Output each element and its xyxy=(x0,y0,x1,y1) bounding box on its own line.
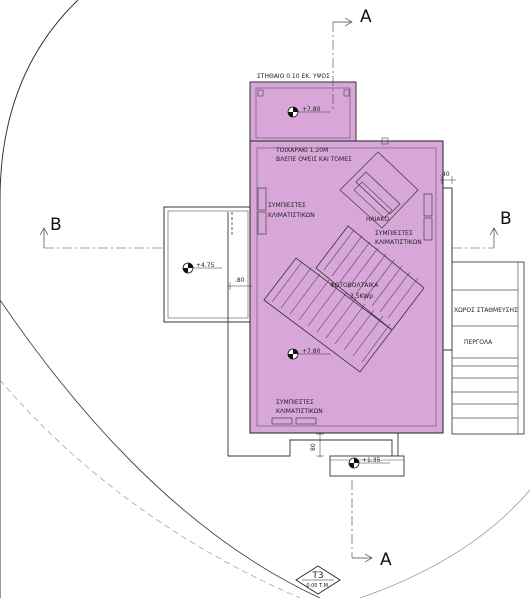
parking-label: ΧΩΡΟΣ ΣΤΑΘΜΕΥΣΗΣ xyxy=(454,307,518,314)
parapet-note: ΣΤΗΘΑΙΟ 0.10 ΕΚ. ΥΨΟΣ xyxy=(257,73,330,80)
pergola-label: ΠΕΡΓΟΛΑ xyxy=(464,339,493,346)
plot-boundary-arc-left xyxy=(0,0,79,598)
drain-upper-left xyxy=(257,89,264,97)
main-roof-parapet xyxy=(256,147,437,427)
photovoltaic-array-upper xyxy=(315,225,425,331)
level-marker-upper-roof xyxy=(287,106,330,118)
level-marker-entrance xyxy=(348,457,390,469)
compressors-bottom-2: ΚΛΙΜΑΤΙΣΤΙΚΩΝ xyxy=(276,408,323,415)
drain-upper-right xyxy=(343,89,350,97)
parking-area xyxy=(451,261,525,435)
section-marker-a-top: A xyxy=(360,7,372,27)
level-marker-west-wing xyxy=(182,262,222,274)
level-west-wing: +4.75 xyxy=(196,262,215,269)
dimension-80-side-label: .80 xyxy=(235,277,245,284)
upper-roof-parapet xyxy=(255,87,351,139)
compressor-unit-left-2 xyxy=(257,211,267,235)
dimension-40-label: .40 xyxy=(440,171,450,178)
compressors-right-2: ΚΛΙΜΑΤΙΣΤΙΚΩΝ xyxy=(375,239,422,246)
photovoltaics-label-1: ΦΩΤΟΒΟΛΤΑΙΚΑ xyxy=(330,282,379,289)
compressor-unit-right-2 xyxy=(423,217,433,241)
survey-point-elevation: 0.00 Τ.Μ. xyxy=(306,583,330,589)
survey-point-diamond xyxy=(295,565,341,595)
dimension-80-bottom xyxy=(316,432,324,458)
dimension-80-bottom-label: 80 xyxy=(310,443,317,451)
level-entrance: +1.35 xyxy=(362,457,381,464)
compressors-bottom-1: ΣΥΜΠΙΕΣΤΕΣ xyxy=(276,399,314,406)
photovoltaic-array-lower xyxy=(263,257,393,373)
solar-label: ΗΛΙΑΚΟ xyxy=(366,216,389,223)
main-roof xyxy=(249,140,444,434)
section-marker-a-bottom: A xyxy=(380,550,392,570)
compressor-unit-left-1 xyxy=(257,187,267,211)
section-line-b xyxy=(39,227,499,249)
dimension-40 xyxy=(440,176,456,184)
level-upper-roof: +7.80 xyxy=(302,106,321,113)
compressor-unit-bottom-2 xyxy=(295,417,317,425)
wall-note-1: ΤΟΙΧΑΡΑΚΙ 1.20Μ xyxy=(275,147,328,154)
plot-boundary-dashed xyxy=(0,379,301,598)
west-wing-inner xyxy=(167,210,249,319)
plot-boundary-arc xyxy=(0,299,321,598)
wall-note-2: ΒΛΕΠΕ ΟΨΕΙΣ ΚΑΙ ΤΟΜΕΣ xyxy=(276,156,352,163)
compressor-unit-right-1 xyxy=(423,193,433,217)
level-marker-main-roof xyxy=(287,348,330,360)
section-marker-b-left: B xyxy=(50,215,62,235)
photovoltaics-label-2: 3,5KWp xyxy=(350,293,373,300)
survey-point-name: Τ3 xyxy=(311,571,323,581)
drain-main xyxy=(381,137,389,145)
section-line-a xyxy=(332,17,373,563)
compressors-left-2: ΚΛΙΜΑΤΙΣΤΙΚΩΝ xyxy=(268,212,315,219)
solar-heater xyxy=(339,151,419,229)
plot-boundary-arc-2 xyxy=(359,489,530,598)
compressors-left-1: ΣΥΜΠΙΕΣΤΕΣ xyxy=(268,202,306,209)
section-marker-b-right: B xyxy=(500,209,512,229)
dimension-80-side xyxy=(228,282,252,290)
compressors-right-1: ΣΥΜΠΙΕΣΤΕΣ xyxy=(375,230,413,237)
level-main-roof: +7.80 xyxy=(302,348,321,355)
compressor-unit-bottom-1 xyxy=(271,417,293,425)
entrance-landing xyxy=(329,455,405,477)
